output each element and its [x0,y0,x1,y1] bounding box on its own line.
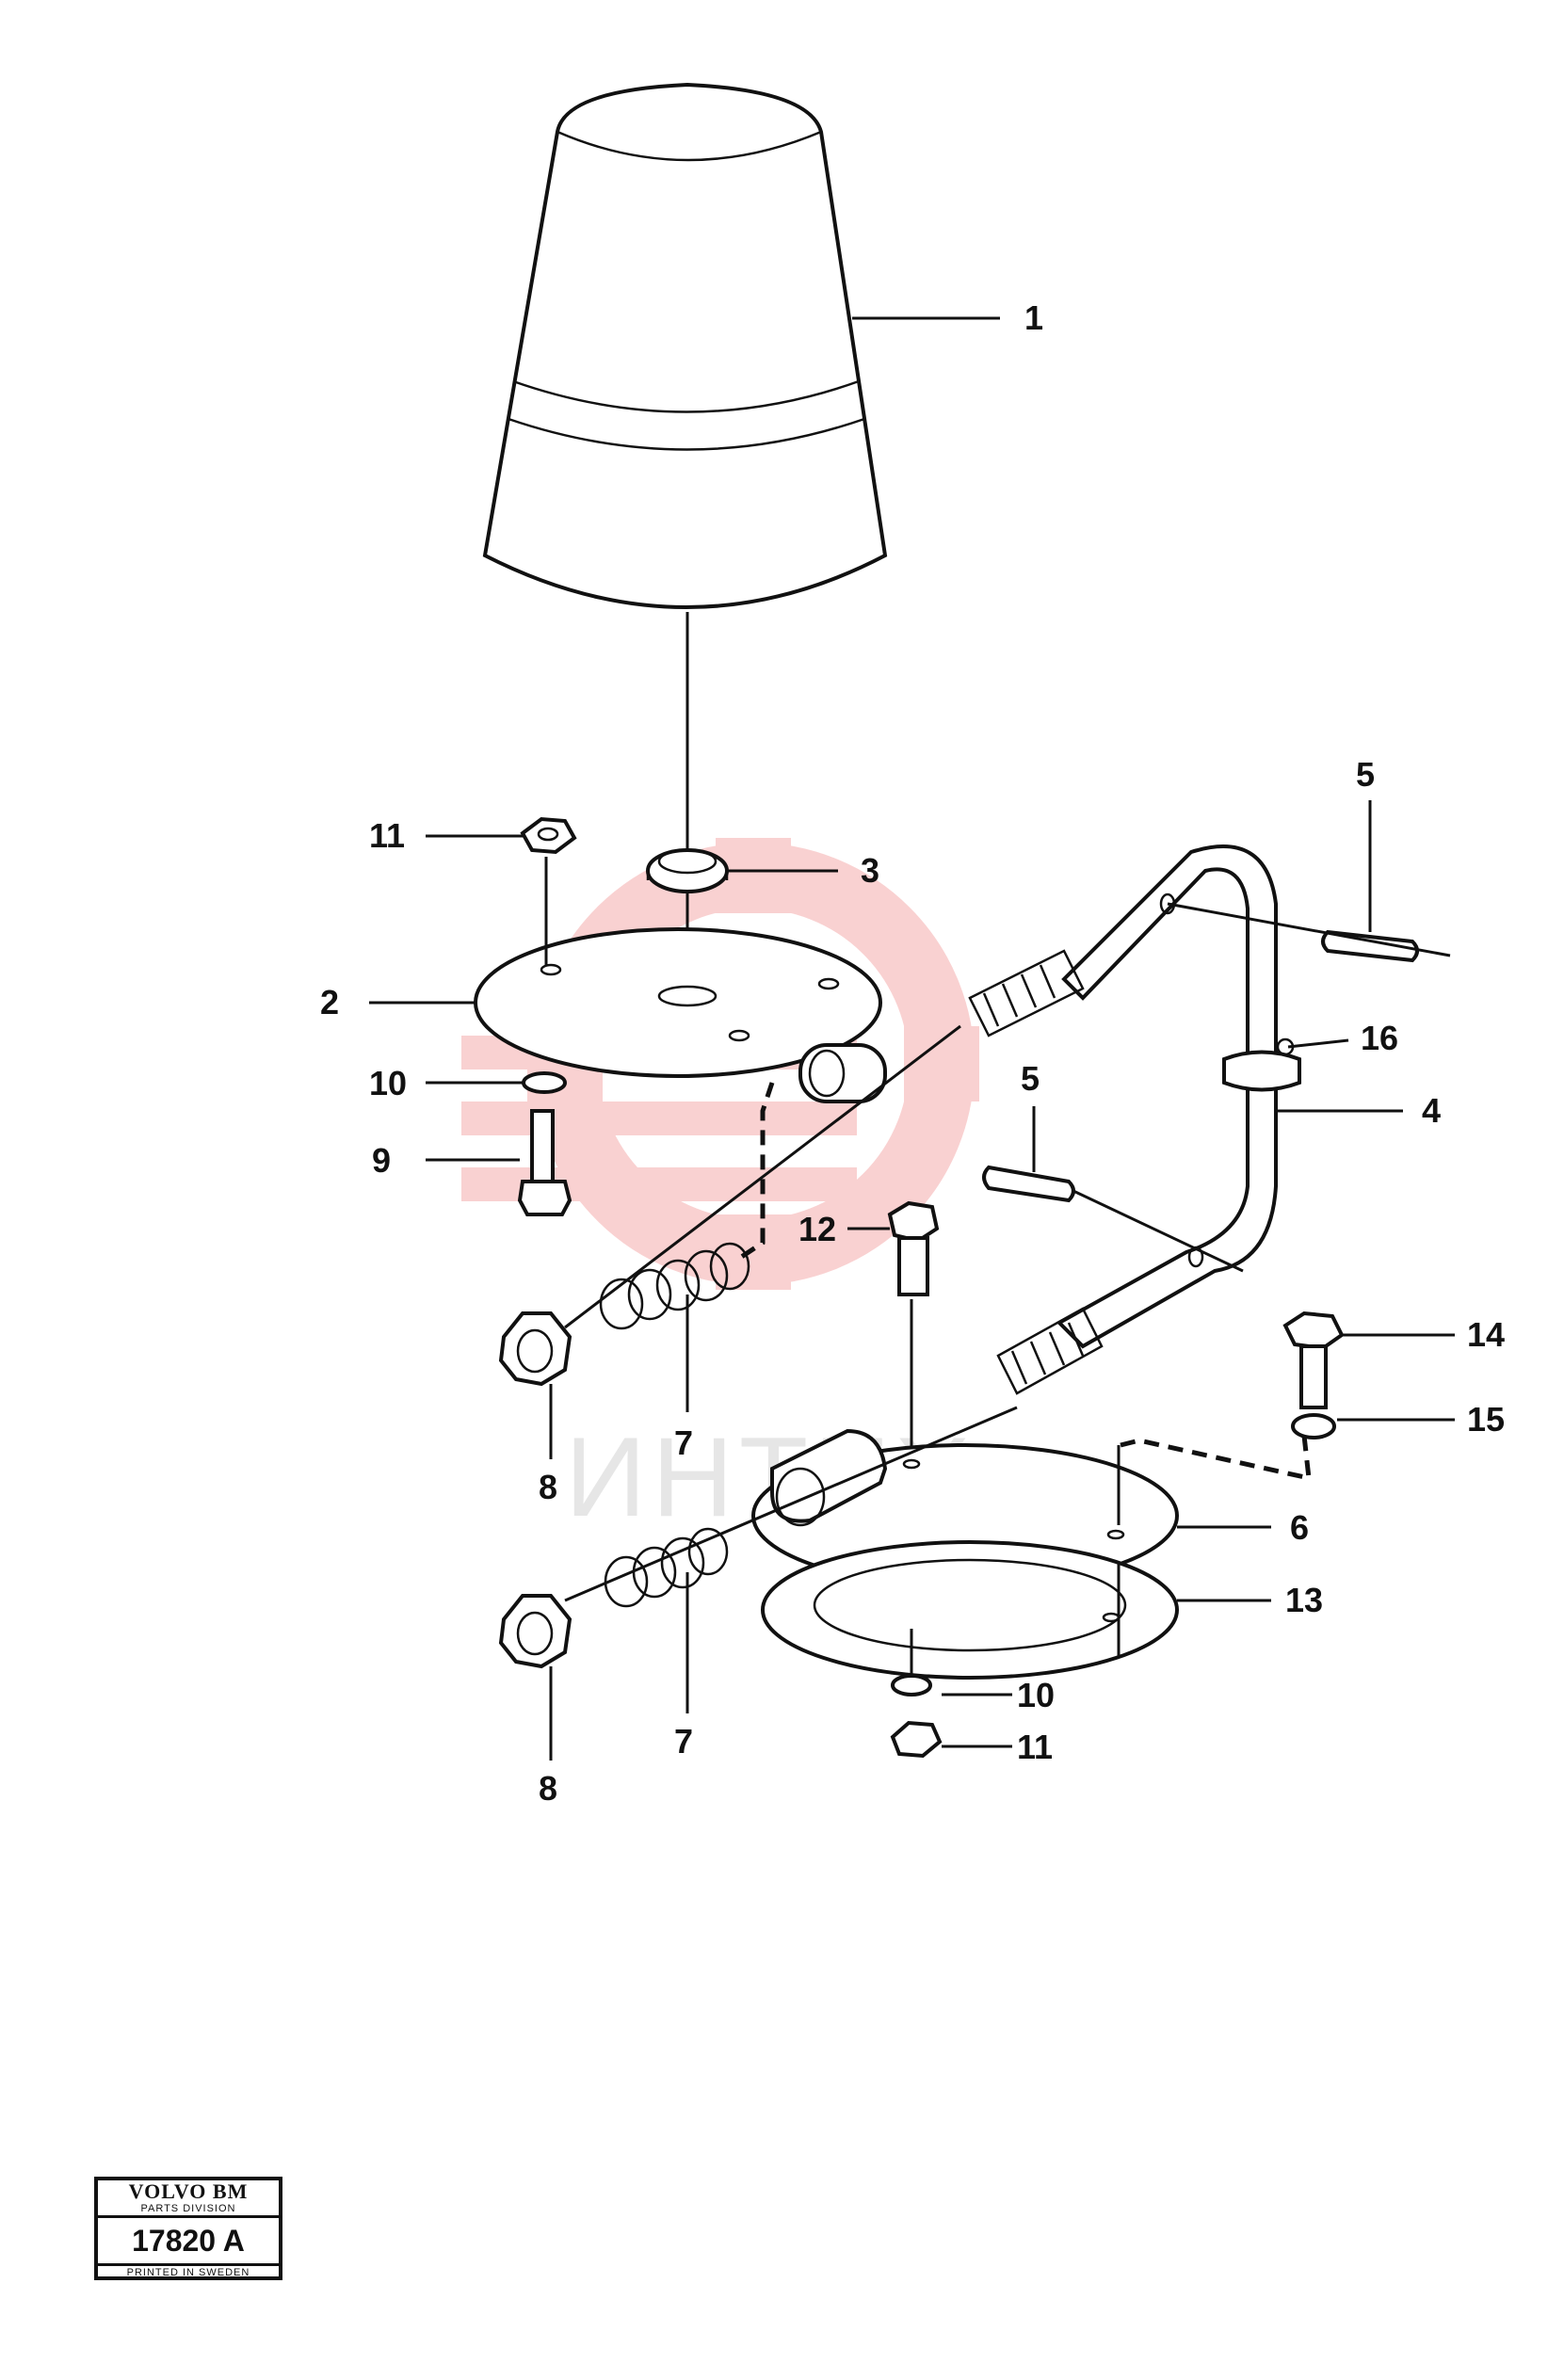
callout-14: 14 [1467,1315,1505,1354]
dashed-guide-lower [1120,1435,1312,1482]
flange-bolt-14 [1282,1311,1345,1409]
washer-upper [522,1071,567,1094]
callout-6: 6 [1290,1508,1309,1547]
hex-nut-lower [890,1720,943,1759]
callout-5-upper: 5 [1356,755,1375,794]
callout-4: 4 [1422,1091,1441,1130]
title-block-brand: VOLVO BM [128,2179,249,2203]
spring-upper [599,1242,750,1330]
title-block-printed: PRINTED IN SWEDEN [126,2267,250,2278]
roll-pin-upper [1321,929,1419,963]
callout-9: 9 [372,1141,391,1180]
axis-line-pin-upper [1167,902,1451,957]
bolt-upper [517,1109,572,1216]
washer-15 [1291,1413,1336,1439]
callout-1: 1 [1024,298,1043,337]
axis-line-pin-lower [1072,1189,1244,1273]
lock-nut-lower [498,1594,572,1669]
callout-5-lower: 5 [1021,1059,1040,1098]
callout-2: 2 [320,983,339,1021]
callout-10-upper: 10 [369,1064,407,1102]
callout-11-lower: 11 [1017,1728,1053,1766]
gasket [761,1540,1179,1680]
bolt-12 [887,1200,940,1296]
callout-16: 16 [1361,1019,1398,1057]
threaded-end-lower [996,1307,1104,1395]
leader-lines [369,316,1455,1761]
axis-line-spring-lower [564,1406,1018,1602]
lock-nut-upper [498,1311,572,1387]
callout-10-lower: 10 [1017,1676,1055,1714]
callout-8-lower: 8 [539,1769,557,1808]
callout-7-upper: 7 [674,1423,693,1462]
axis-line-spring-upper [564,1024,961,1329]
callout-3: 3 [861,851,879,890]
callout-8-upper: 8 [539,1468,557,1506]
upper-mounting-plate [474,927,887,1103]
dashed-guide-upper [733,1082,775,1264]
title-block: VOLVO BM PARTS DIVISION 17820 A PRINTED … [94,2177,282,2280]
callout-15: 15 [1467,1400,1505,1439]
hose-clamp [1222,1037,1301,1092]
hex-nut-top [520,816,577,855]
title-block-drawing-number: 17820 A [98,2218,279,2266]
callout-12: 12 [798,1210,836,1248]
grommet [646,848,729,893]
callout-7-lower: 7 [674,1722,693,1761]
title-block-division: PARTS DIVISION [98,2203,279,2218]
bracket-tube [968,844,1278,1395]
threaded-end-upper [968,949,1085,1037]
callout-13: 13 [1285,1581,1323,1619]
washer-lower [891,1674,932,1697]
beacon-dome [482,82,888,609]
callout-11-upper: 11 [369,816,405,855]
roll-pin-lower [982,1165,1075,1203]
